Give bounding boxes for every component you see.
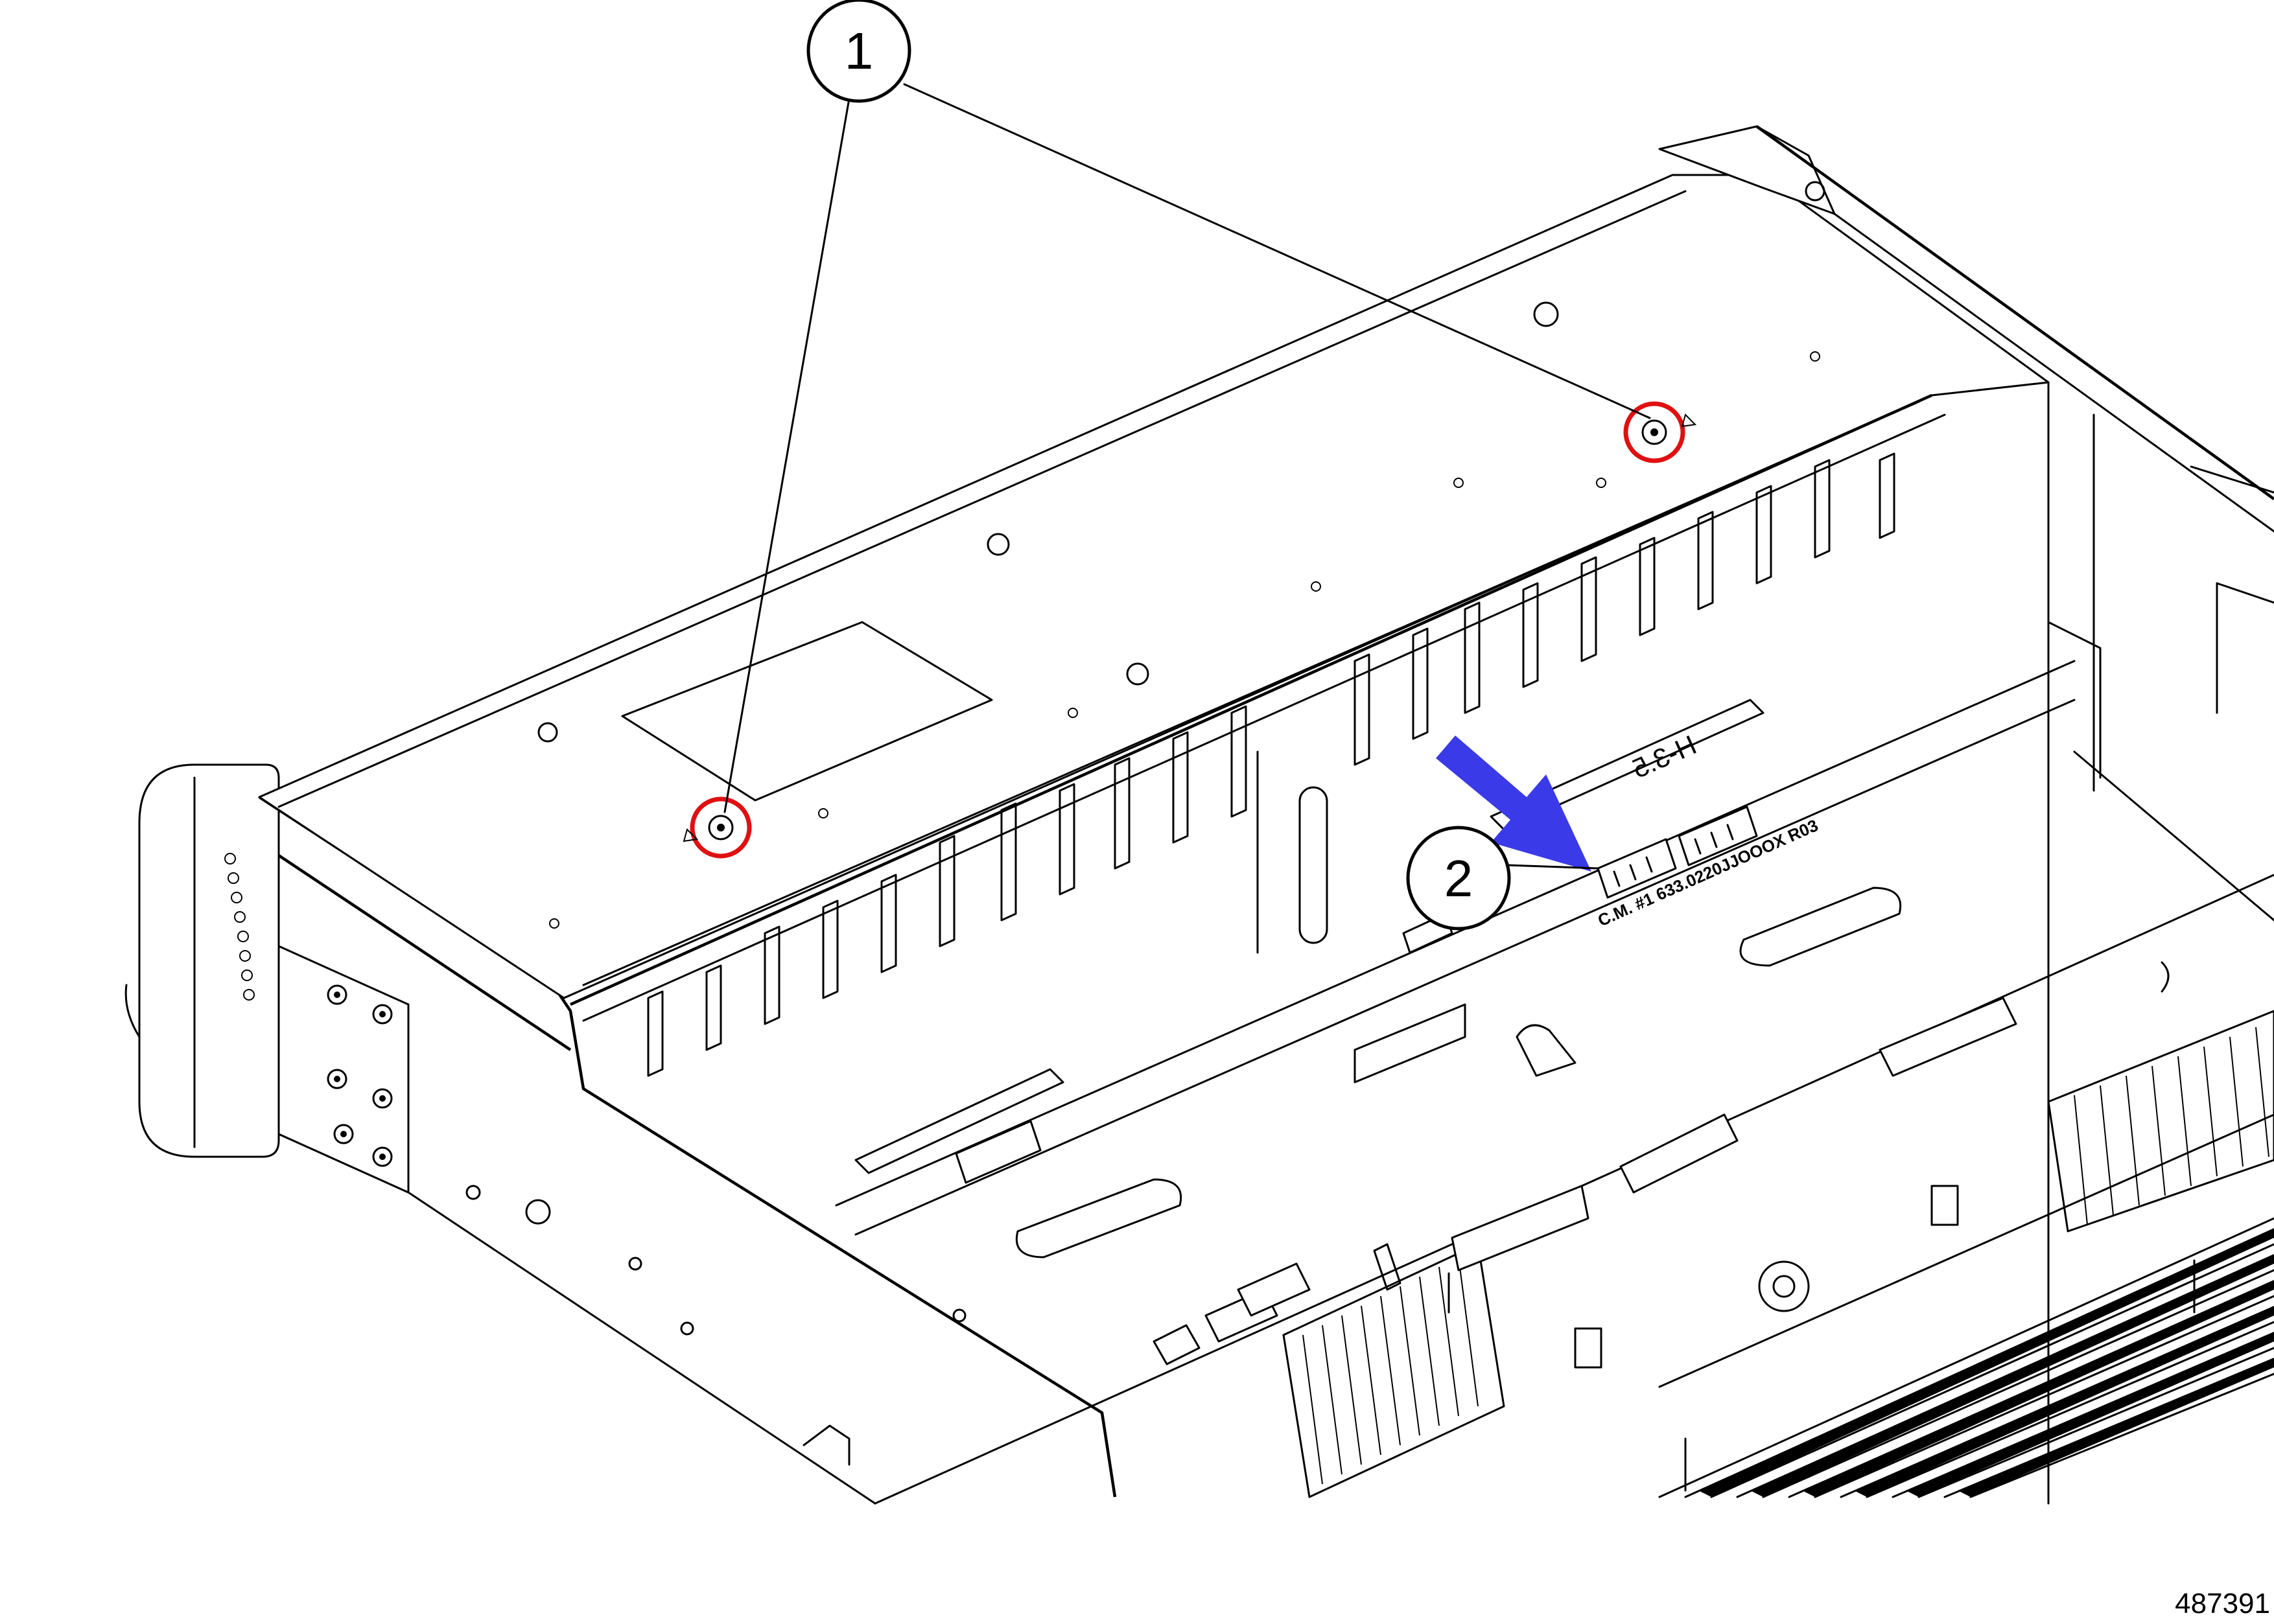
heatsink-left [1282, 1243, 1505, 1498]
chassis-side-wall [258, 796, 1117, 1505]
cover-label-plate [621, 621, 993, 802]
front-handle-ear [124, 763, 280, 1158]
highlight-ring-right [1623, 401, 1685, 463]
top-cover [258, 174, 2050, 999]
handle-vent-holes [224, 853, 255, 1001]
motherboard [1153, 961, 2274, 1498]
callout-1-label: 1 [845, 22, 874, 80]
callout-1: 1 [723, 0, 1651, 813]
chassis-rear-frame [1658, 125, 2274, 1505]
callout-2: 2 [1406, 736, 1599, 931]
heatsink-right [2047, 1010, 2274, 1233]
board-components [1153, 961, 2196, 1492]
highlight-ring-left [690, 796, 752, 859]
bay-marking: H-3.5 [1628, 729, 1701, 784]
lid-screw-left [683, 796, 752, 859]
figure-id: 487391 [2175, 1588, 2270, 1619]
callout-2-label: 2 [1444, 850, 1473, 907]
dimm-slots [1658, 1113, 2274, 1498]
drive-backplane: H-3.5 [570, 393, 2076, 1236]
blue-arrow [1436, 736, 1591, 872]
lid-screw-right [1623, 401, 1697, 463]
power-connectors: C.M. #1 633.0220JJOOOX R03 [955, 806, 1821, 1184]
